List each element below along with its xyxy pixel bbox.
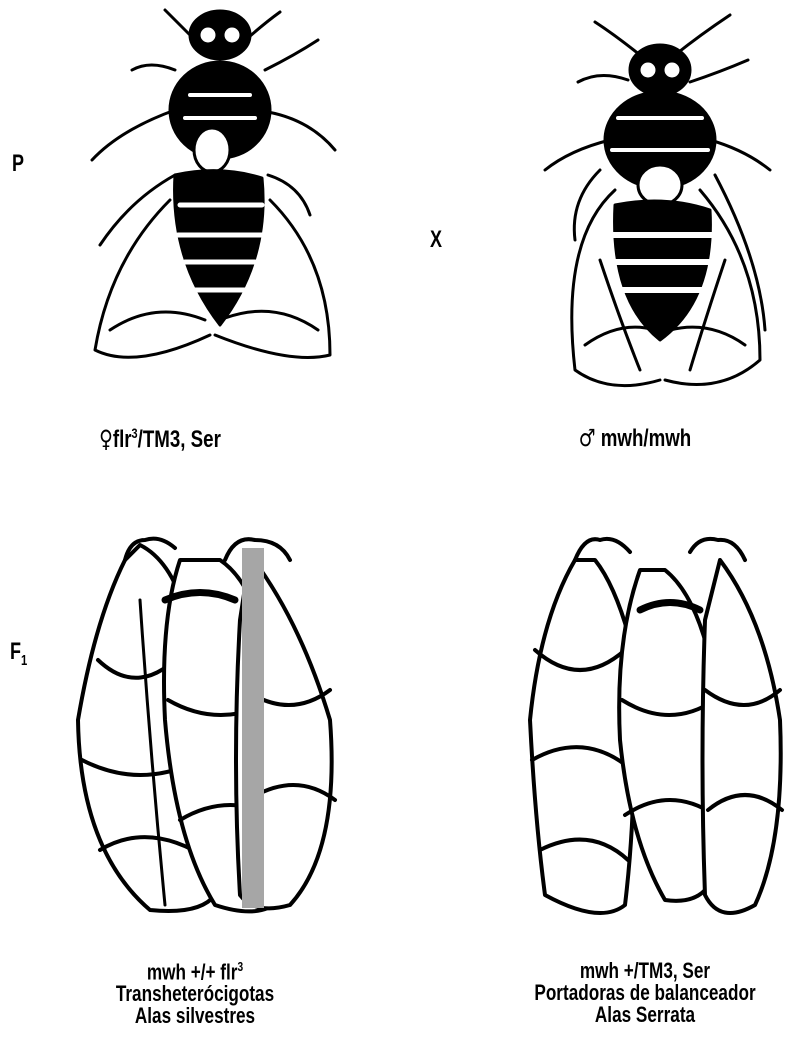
f1-left-genotype-sup: 3 (237, 959, 243, 974)
f1-left-genotype: mwh +/+ flr3 (66, 960, 323, 983)
female-genotype-main: flr (113, 426, 132, 453)
f1-left-caption: mwh +/+ flr3 Transheterócigotas Alas sil… (66, 960, 323, 1027)
f1-left-wings-illustration (78, 539, 335, 912)
f1-generation-label: F1 (10, 640, 27, 668)
f1-subscript: 1 (21, 652, 27, 669)
f1-right-description: Portadoras de balanceador (489, 982, 791, 1004)
male-genotype: mwh/mwh (601, 425, 691, 452)
parental-generation-label: P (12, 152, 24, 176)
f1-left-description: Transheterócigotas (66, 983, 323, 1005)
male-genotype-caption: ♂ mwh/mwh (557, 426, 713, 451)
cross-symbol: X (430, 228, 442, 252)
f1-right-wings-illustration (530, 539, 782, 913)
female-symbol: ♀ (99, 425, 113, 453)
f1-right-phenotype: Alas Serrata (489, 1004, 791, 1026)
female-fly-illustration (92, 10, 335, 358)
f1-left-phenotype: Alas silvestres (66, 1005, 323, 1027)
male-symbol: ♂ (579, 424, 596, 452)
female-genotype-rest: /TM3, Ser (138, 426, 221, 453)
f1-right-caption: mwh +/TM3, Ser Portadoras de balanceador… (489, 960, 791, 1026)
f1-letter: F (10, 638, 21, 665)
f1-right-genotype: mwh +/TM3, Ser (489, 960, 791, 982)
female-genotype-caption: ♀flr3/TM3, Ser (82, 426, 238, 452)
male-fly-illustration (545, 15, 770, 386)
